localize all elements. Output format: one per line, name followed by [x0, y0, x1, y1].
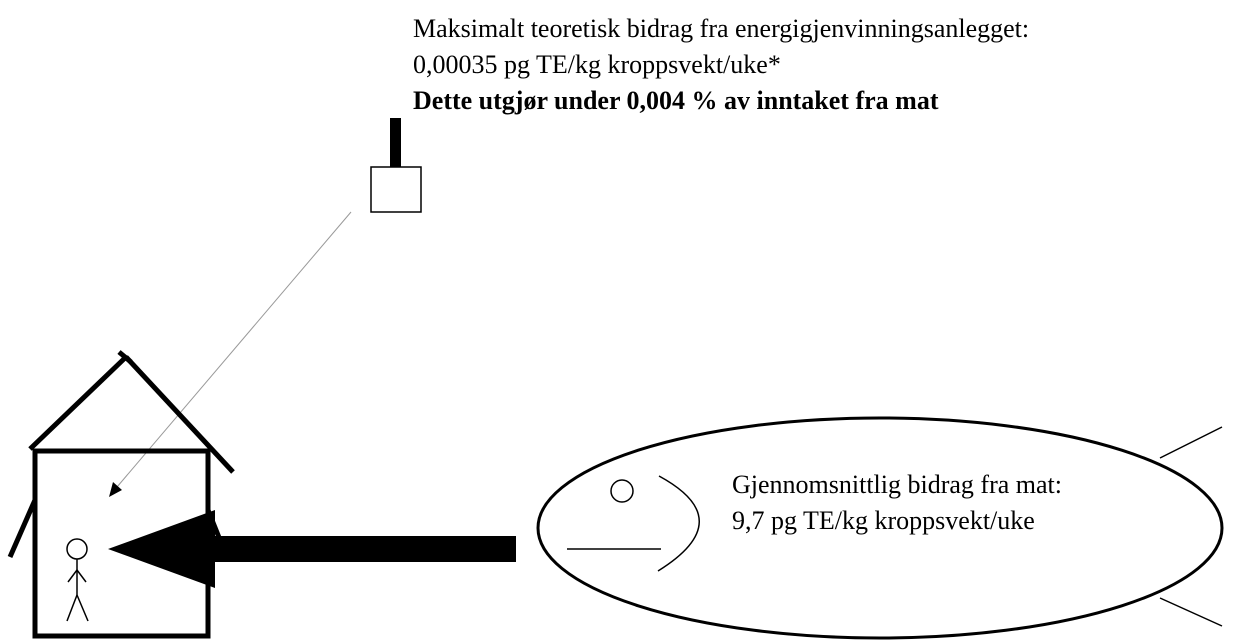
plant-contribution-title: Maksimalt teoretisk bidrag fra energigje… — [413, 14, 1030, 43]
food-arrow-icon — [108, 510, 516, 588]
fish-tail-lower — [1159, 597, 1223, 627]
food-contribution-title: Gjennomsnittlig bidrag fra mat: — [732, 470, 1062, 499]
person-icon — [66, 538, 89, 622]
fish-gill — [657, 475, 700, 572]
plant-contribution-value: 0,00035 pg TE/kg kroppsvekt/uke* — [413, 50, 781, 79]
emission-arrow-icon — [109, 211, 352, 497]
plant-share-statement: Dette utgjør under 0,004 % av inntaket f… — [413, 86, 939, 115]
energy-plant-icon — [370, 118, 422, 213]
fish-eye — [610, 479, 634, 503]
house-icon — [7, 350, 235, 639]
fish-icon — [536, 416, 1224, 640]
fish-body — [536, 416, 1224, 640]
plant-building-icon — [370, 166, 422, 213]
food-contribution-value: 9,7 pg TE/kg kroppsvekt/uke — [732, 506, 1035, 535]
chimney-icon — [390, 118, 401, 168]
fish-tail-upper — [1159, 426, 1223, 459]
